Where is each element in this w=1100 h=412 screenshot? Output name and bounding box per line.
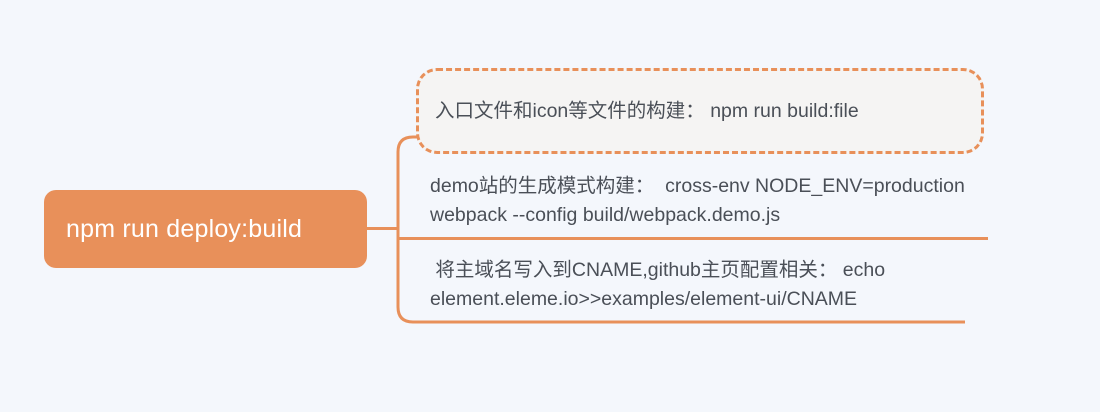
branch-node-2-label: demo站的生成模式构建： cross-env NODE_ENV=product… (430, 175, 971, 226)
connector-branch-1 (396, 135, 966, 229)
branch-node-2[interactable]: demo站的生成模式构建： cross-env NODE_ENV=product… (430, 172, 990, 230)
branch-node-3[interactable]: 将主域名写入到CNAME,github主页配置相关： echo element.… (430, 256, 990, 314)
root-node[interactable]: npm run deploy:build (44, 190, 367, 268)
branch-node-1[interactable]: 入口文件和icon等文件的构建： npm run build:file (416, 68, 984, 154)
connector-branch-3 (396, 228, 965, 324)
root-node-label: npm run deploy:build (66, 215, 303, 243)
branch-node-1-label: 入口文件和icon等文件的构建： npm run build:file (435, 99, 859, 122)
branch-node-3-label: 将主域名写入到CNAME,github主页配置相关： echo element.… (430, 259, 891, 310)
